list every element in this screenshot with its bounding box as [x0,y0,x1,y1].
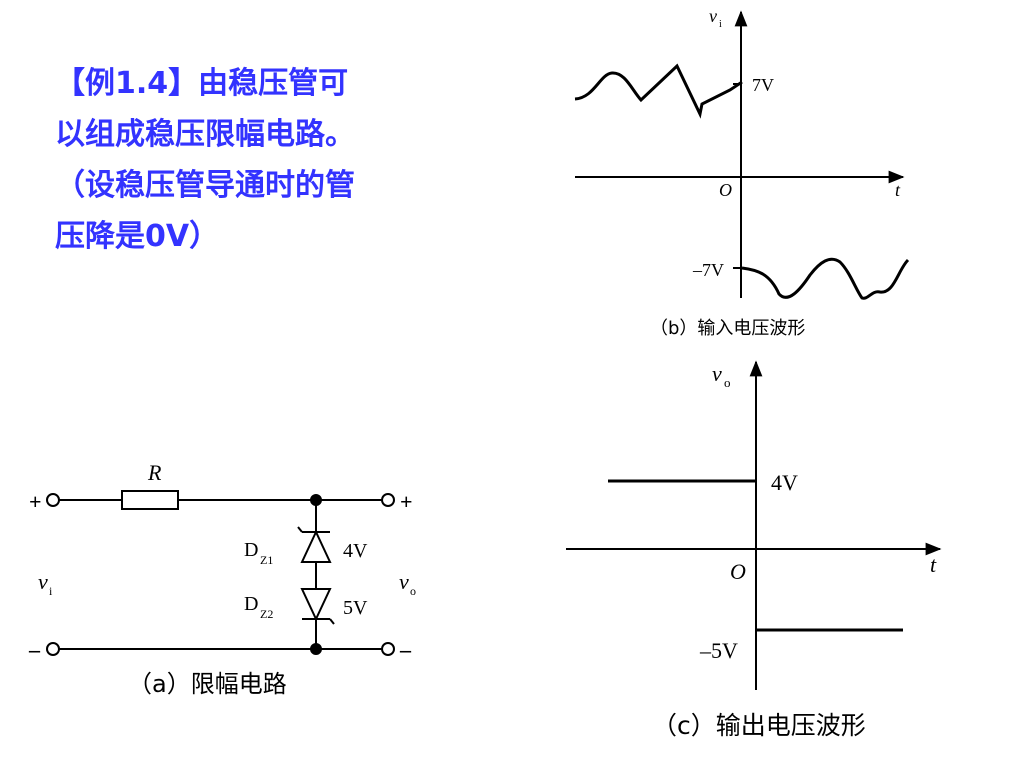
input-plus-sign: + [29,489,42,514]
input-y-label: v [709,6,717,26]
output-minus-terminal [381,642,395,656]
output-voltage-label: v [399,569,409,594]
input-voltage-subscript: i [49,584,53,598]
problem-statement: 【例1.4】由稳压管可 以组成稳压限幅电路。 （设稳压管导通时的管 压降是0V） [55,58,425,262]
zener-diode-1 [297,526,332,563]
input-graph [574,10,910,300]
input-waveform-positive [574,63,743,119]
problem-line-4: 压降是0V） [55,219,220,254]
output-y-label: v [712,361,722,386]
problem-line-3: （设稳压管导通时的管 [55,168,355,203]
problem-line-2: 以组成稳压限幅电路。 [55,117,355,152]
dz1-subscript: Z1 [260,553,273,567]
limiter-circuit [46,490,395,656]
output-x-label: t [930,552,937,577]
output-graph [566,360,942,690]
circuit-caption: （a）限幅电路 [128,670,287,698]
input-y-subscript: i [719,19,722,30]
resistor-label: R [147,460,162,485]
output-graph-caption: （c）输出电压波形 [652,711,866,740]
input-x-label: t [895,180,901,200]
dz2-value: 5V [343,597,368,619]
output-origin-label: O [730,559,746,584]
resistor-symbol [121,490,179,510]
dz1-value: 4V [343,540,368,562]
output-plus-sign: + [400,489,413,514]
output-voltage-subscript: o [410,584,416,598]
input-graph-caption: （b）输入电压波形 [650,318,805,339]
problem-line-1: 【例1.4】由稳压管可 [55,66,349,101]
dz2-subscript: Z2 [260,607,273,621]
input-origin-label: O [719,180,732,200]
input-minus-terminal [46,642,60,656]
dz2-label: D [244,593,258,615]
input-waveform-negative [741,257,910,300]
input-pos-level-label: 7V [752,75,774,95]
output-neg-level-label: –5V [699,638,738,663]
input-minus-sign: – [28,637,41,662]
output-y-subscript: o [724,375,731,390]
output-minus-sign: – [399,637,412,662]
input-voltage-label: v [38,569,48,594]
input-neg-level-label: –7V [692,260,724,280]
output-plus-terminal [381,493,395,507]
dz1-label: D [244,539,258,561]
input-plus-terminal [46,493,60,507]
output-pos-level-label: 4V [771,470,798,495]
zener-diode-2 [300,588,335,625]
